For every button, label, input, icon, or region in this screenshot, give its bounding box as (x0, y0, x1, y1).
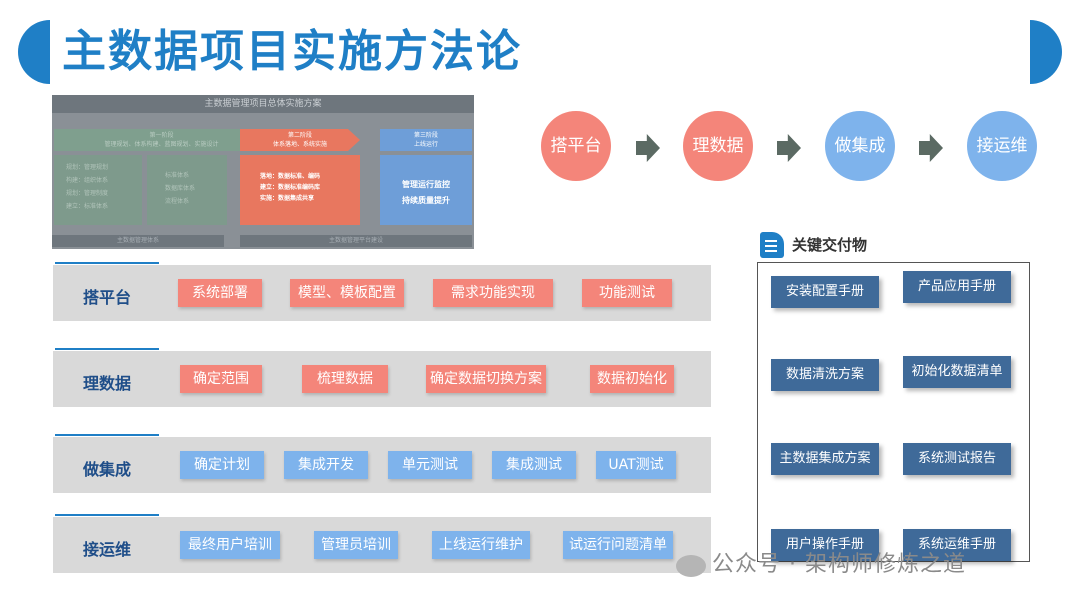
phase3-label: 第三阶段 (413, 132, 438, 139)
phase2-box-line: 落地：数据标准、编码 (260, 173, 321, 180)
arrow-right-icon (777, 134, 801, 162)
header-right-accent (1030, 20, 1062, 84)
task-chip: 梳理数据 (302, 365, 388, 393)
thumbnail-phase3: 第三阶段 上线运行 (380, 129, 472, 151)
phase1-box1-line: 规划：管理制度 (66, 190, 109, 197)
row-tab-line (55, 262, 159, 264)
phase1-label: 第一阶段 (149, 132, 174, 139)
thumbnail-phase1-box1: 规划：管理规划 构建：组织体系 规划：管理制度 建立：标准体系 (54, 155, 142, 225)
phase1-box2-line: 标准体系 (165, 172, 190, 179)
watermark: 公众号 · 架构师修炼之道 (712, 552, 966, 577)
thumbnail-phase1-box2: 标准体系 数据库体系 流程体系 (147, 155, 227, 225)
thumbnail-phase2: 第二阶段 体系落地、系统实施 (240, 129, 360, 151)
phase1-box1-line: 规划：管理规划 (66, 164, 109, 171)
task-chip: 集成测试 (492, 451, 576, 479)
row-label-platform: 搭平台 (82, 288, 131, 307)
deliverable-item: 产品应用手册 (903, 271, 1011, 303)
task-chip: 需求功能实现 (433, 279, 553, 307)
task-chip: UAT测试 (596, 451, 676, 479)
deliverable-item: 主数据集成方案 (771, 443, 879, 475)
thumbnail-phase3-box: 管理运行监控 持续质量提升 (380, 155, 472, 225)
phase1-box2-line: 数据库体系 (165, 185, 196, 192)
task-chip: 确定计划 (180, 451, 264, 479)
process-step-data: 理数据 (683, 111, 753, 181)
task-chip: 集成开发 (284, 451, 368, 479)
thumbnail-title: 主数据管理项目总体实施方案 (52, 95, 474, 113)
deliverable-item: 数据清洗方案 (771, 359, 879, 391)
header-left-accent (18, 20, 50, 84)
phase1-box1-line: 构建：组织体系 (66, 177, 109, 184)
arrow-right-icon (919, 134, 943, 162)
phase2-label: 第二阶段 (287, 132, 312, 139)
task-chip: 系统部署 (178, 279, 262, 307)
phase3-box-line: 持续质量提升 (402, 196, 450, 205)
plan-thumbnail: 主数据管理项目总体实施方案 第一阶段 管理规划、体系构建、蓝图规划、实施设计 规… (52, 95, 474, 249)
thumbnail-footer-left: 主数据管理体系 (52, 235, 224, 247)
deliverable-item: 安装配置手册 (771, 276, 879, 308)
task-chip: 试运行问题清单 (563, 531, 673, 559)
deliverable-item: 初始化数据清单 (903, 356, 1011, 388)
task-chip: 单元测试 (388, 451, 472, 479)
row-tab-line (55, 514, 159, 516)
thumbnail-footer-right: 主数据管理平台建设 (240, 235, 472, 247)
row-tab-line (55, 348, 159, 350)
deliverable-item: 系统测试报告 (903, 443, 1011, 475)
deliverable-item: 用户操作手册 (771, 529, 879, 561)
phase3-sub: 上线运行 (413, 141, 438, 148)
row-label-operations: 接运维 (82, 540, 131, 559)
row-label-integration: 做集成 (82, 460, 131, 479)
phase2-box-line: 建立：数据标准编码库 (260, 184, 321, 191)
task-chip: 确定范围 (180, 365, 262, 393)
wechat-icon (676, 555, 706, 577)
task-chip: 最终用户培训 (180, 531, 280, 559)
page-title: 主数据项目实施方法论 (62, 26, 522, 77)
arrow-right-icon (636, 134, 660, 162)
thumbnail-phase2-box: 落地：数据标准、编码 建立：数据标准编码库 实施：数据集成共享 (240, 155, 360, 225)
process-step-integration: 做集成 (825, 111, 895, 181)
deliverables-panel (757, 262, 1030, 562)
task-chip: 确定数据切换方案 (426, 365, 546, 393)
task-chip: 上线运行维护 (432, 531, 530, 559)
task-chip: 管理员培训 (314, 531, 398, 559)
task-chip: 功能测试 (582, 279, 672, 307)
phase1-box2-line: 流程体系 (165, 198, 190, 205)
document-icon (760, 232, 784, 258)
phase1-box1-line: 建立：标准体系 (66, 203, 109, 210)
deliverable-item: 系统运维手册 (903, 529, 1011, 561)
process-step-operations: 接运维 (967, 111, 1037, 181)
row-label-data: 理数据 (82, 374, 131, 393)
task-chip: 数据初始化 (590, 365, 674, 393)
phase2-sub: 体系落地、系统实施 (272, 141, 327, 148)
thumbnail-phase1: 第一阶段 管理规划、体系构建、蓝图规划、实施设计 (54, 129, 269, 151)
phase1-sub: 管理规划、体系构建、蓝图规划、实施设计 (104, 141, 219, 148)
task-chip: 模型、模板配置 (290, 279, 404, 307)
process-step-platform: 搭平台 (541, 111, 611, 181)
phase3-box-line: 管理运行监控 (402, 180, 450, 189)
deliverables-title: 关键交付物 (792, 236, 868, 254)
phase2-box-line: 实施：数据集成共享 (260, 195, 315, 202)
row-tab-line (55, 434, 159, 436)
